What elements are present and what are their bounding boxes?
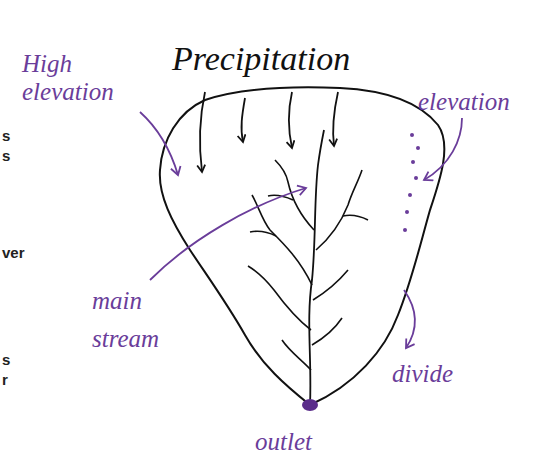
elevation-label: elevation	[418, 88, 530, 116]
precipitation-arrows	[200, 92, 338, 172]
elevation-dots	[403, 133, 420, 232]
high-elevation-label: High elevation	[22, 50, 137, 105]
cut-text: s	[2, 148, 42, 165]
watershed-divide	[160, 87, 445, 405]
leader-lines	[140, 112, 462, 348]
outlet-label: outlet	[255, 428, 365, 456]
outlet-dot	[302, 399, 318, 411]
main-stream-label: main stream	[92, 282, 182, 357]
title-label: Precipitation	[172, 40, 412, 77]
cut-text: ver	[2, 245, 42, 262]
tributaries	[248, 160, 368, 370]
main-stream-line	[309, 130, 324, 405]
cut-text: s	[2, 128, 42, 145]
cut-text: r	[2, 372, 42, 389]
cut-text: s	[2, 352, 42, 369]
divide-label: divide	[392, 360, 502, 388]
